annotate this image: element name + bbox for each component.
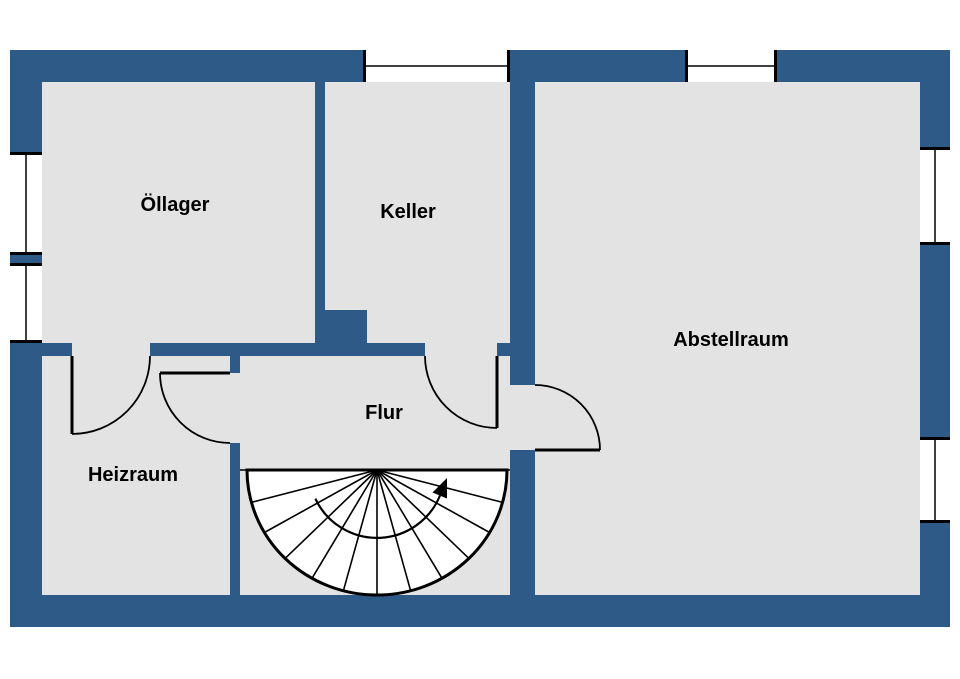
stair-tread-line <box>311 469 378 579</box>
stair-tread-line <box>264 469 378 534</box>
room-floor-oellager <box>42 82 315 343</box>
room-label-keller: Keller <box>380 201 436 223</box>
stair-tread-line <box>342 469 378 591</box>
window-left-upper <box>10 152 42 255</box>
door-swing-arc <box>159 372 231 444</box>
room-label-heizraum: Heizraum <box>88 464 178 486</box>
stair-tread-line <box>376 469 490 534</box>
door-heizraum-flur <box>159 371 231 444</box>
window-right-upper <box>920 147 950 245</box>
stair-tread-line <box>376 469 443 579</box>
room-label-abstellraum: Abstellraum <box>673 329 789 351</box>
door-swing-arc <box>71 355 151 435</box>
stair-tread-line <box>376 469 412 591</box>
door-opening-heizraum-flur <box>230 373 240 443</box>
room-floor-abstellraum <box>535 82 920 595</box>
stair-direction-arrow <box>432 478 447 499</box>
door-swing-arc <box>424 355 498 429</box>
window-top-abstellraum <box>685 50 777 82</box>
stair-tread-line <box>284 469 378 559</box>
window-left-lower <box>10 263 42 343</box>
door-keller-flur <box>424 355 499 429</box>
door-opening-keller-flur <box>425 343 497 356</box>
room-label-flur: Flur <box>365 402 403 424</box>
stair-tread-line <box>376 469 470 559</box>
stair-walk-line <box>314 495 442 539</box>
door-opening-oellager-heizraum <box>72 343 150 356</box>
window-right-lower <box>920 437 950 523</box>
stair-tread-line <box>251 469 378 504</box>
door-oellager-heizraum <box>70 355 151 435</box>
door-flur-abstellraum <box>534 384 601 452</box>
door-swing-arc <box>534 384 601 451</box>
room-label-oellager: Öllager <box>141 193 210 216</box>
window-top-keller <box>363 50 510 82</box>
room-floor-keller <box>325 82 510 343</box>
spiral-staircase <box>240 468 510 597</box>
door-opening-flur-abstellraum <box>510 385 535 450</box>
